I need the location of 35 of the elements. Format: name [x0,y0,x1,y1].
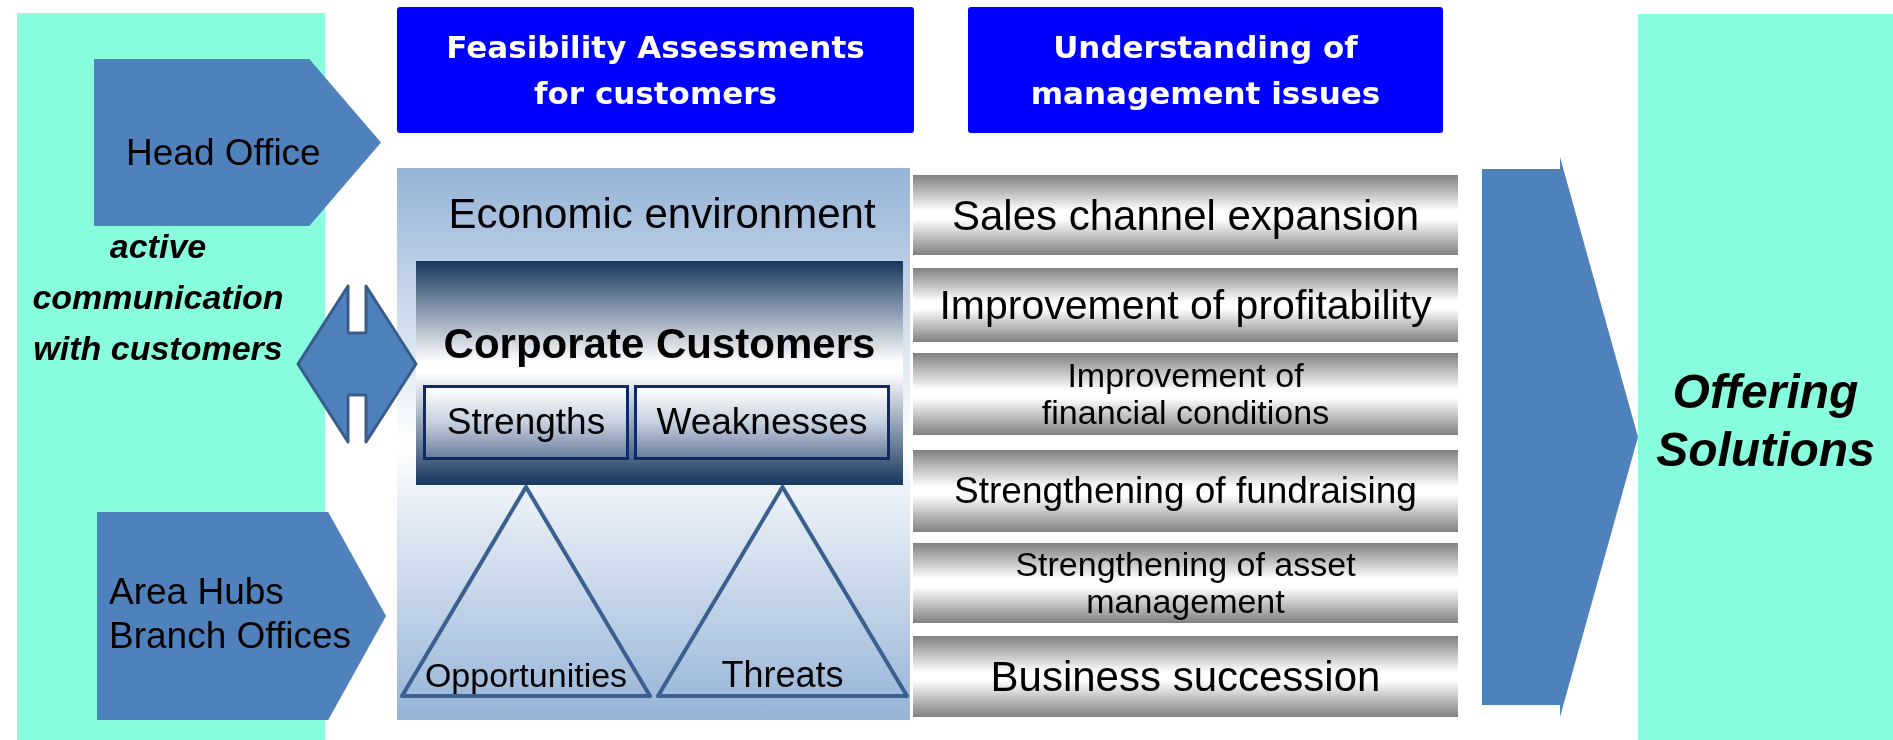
label-text: Head Office [126,131,322,175]
chevron-arrow [1482,157,1638,717]
label-text: Weaknesses [655,402,869,442]
label-text: Improvement of profitability [939,283,1432,327]
double-arrow [296,284,418,444]
label-text: Area Hubs Branch Offices [109,570,352,658]
issue-bar [913,175,1458,255]
label-text: Opportunities [423,655,629,695]
triangle-shape [400,485,652,698]
header-box [968,7,1443,133]
label-text: active communication with customers [31,226,285,369]
issue-bar [913,353,1458,435]
customer-box [416,261,903,485]
label-text: Improvement of financial conditions [1040,357,1331,431]
header-box [397,7,914,133]
issue-bar [913,450,1458,532]
label-text: Feasibility Assessments for customers [445,28,866,113]
label-text: Strengthening of asset management [1014,546,1357,620]
label-text: Sales channel expansion [952,192,1419,238]
issue-bar [913,543,1458,623]
issue-bar [913,636,1458,717]
label-text: Strengthening of fundraising [954,471,1417,511]
side-panel [1638,14,1893,740]
issue-bar [913,268,1458,342]
label-text: Understanding of management issues [1029,28,1382,113]
triangle-shape [656,485,909,698]
label-text: Offering Solutions [1655,364,1876,478]
label-text: Strengths [445,402,607,442]
label-text: Economic environment [447,192,877,236]
weakness-box [634,385,890,460]
label-text: Corporate Customers [442,322,877,366]
label-text: Business succession [990,654,1381,699]
label-text: Threats [720,655,845,695]
environment-panel [397,168,910,720]
strength-box [423,385,629,460]
